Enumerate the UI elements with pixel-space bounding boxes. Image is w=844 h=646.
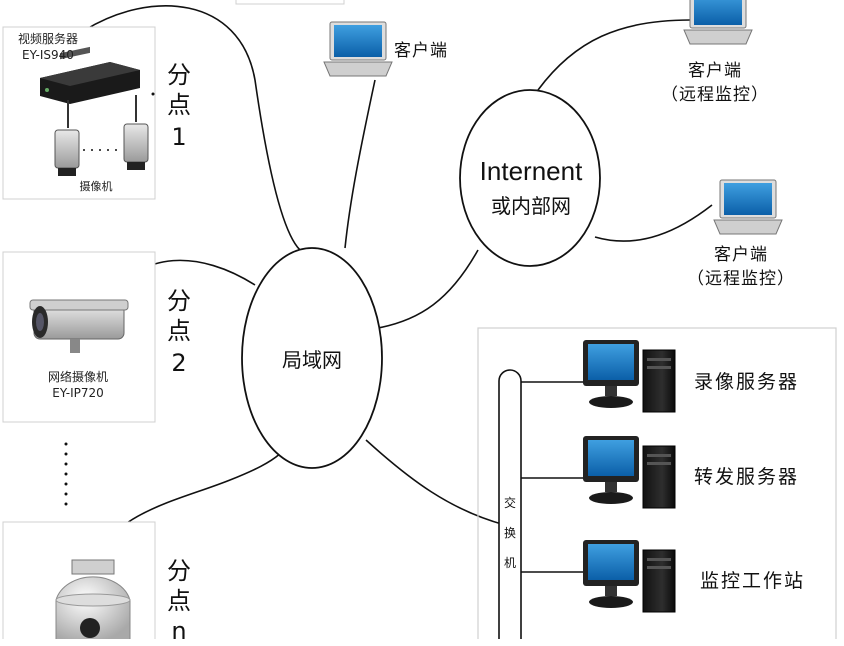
switch-bar <box>498 369 522 639</box>
switch-label-1: 交 <box>503 496 516 510</box>
laptop-icon <box>683 0 753 45</box>
site1-label-1: 分 <box>167 61 191 89</box>
link-lan-client1 <box>344 79 376 249</box>
laptop-icon <box>713 179 783 235</box>
site2-label-1: 分 <box>167 287 191 315</box>
site1-label-2: 点 <box>167 91 191 119</box>
internet-ellipse <box>459 89 601 267</box>
client2-sublabel: （远程监控） <box>661 85 769 105</box>
site3-label-3: n <box>171 617 187 645</box>
site3-label-1: 分 <box>167 557 191 585</box>
video-server-icon <box>40 46 140 104</box>
server1-label: 录像服务器 <box>694 371 800 393</box>
site1-device-model: EY-IS940 <box>22 48 74 62</box>
switch-label-2: 换 <box>503 526 516 540</box>
link-lan-internet <box>377 249 479 329</box>
lan-ellipse <box>241 247 383 469</box>
site2-label-3: 2 <box>171 349 187 377</box>
site1-dot <box>151 92 155 96</box>
client1-label: 客户端 <box>394 41 448 61</box>
partial-top-box <box>235 0 345 5</box>
site2-device-model: EY-IP720 <box>52 386 104 400</box>
laptop-icon <box>323 21 393 77</box>
ip-camera-icon <box>29 299 129 353</box>
site1-device-name: 视频服务器 <box>17 32 78 46</box>
desktop-computer-icon <box>583 540 676 613</box>
ellipsis-dots <box>64 442 68 506</box>
site2-label-2: 点 <box>167 317 191 345</box>
client3-label: 客户端 <box>714 245 768 265</box>
camera-dots <box>83 149 117 151</box>
workstation-label: 监控工作站 <box>700 570 806 592</box>
site3-label-2: 点 <box>167 587 191 615</box>
site1-box <box>2 26 156 200</box>
site2-box <box>2 251 156 423</box>
server2-label: 转发服务器 <box>694 466 800 488</box>
client2-label: 客户端 <box>688 61 742 81</box>
lan-label: 局域网 <box>282 348 342 372</box>
server-room-box <box>477 327 837 639</box>
client3-sublabel: （远程监控） <box>687 269 795 289</box>
desktop-computer-icon <box>583 436 676 509</box>
switch-label-3: 机 <box>503 556 516 570</box>
site2-device-name: 网络摄像机 <box>47 370 108 384</box>
internet-label: Internent <box>479 156 583 186</box>
link-lan-switch <box>365 439 506 526</box>
link-internet-client2 <box>537 19 691 91</box>
desktop-computer-icon <box>583 340 676 413</box>
site1-label-3: 1 <box>171 123 187 151</box>
dome-camera-icon <box>55 559 131 639</box>
box-camera-icon <box>54 100 80 176</box>
link-internet-client3 <box>594 204 713 242</box>
internet-sub-label: 或内部网 <box>491 194 571 218</box>
site1-camera-label: 摄像机 <box>79 180 113 193</box>
link-site1-lan <box>84 5 301 251</box>
box-camera-icon <box>123 95 149 170</box>
